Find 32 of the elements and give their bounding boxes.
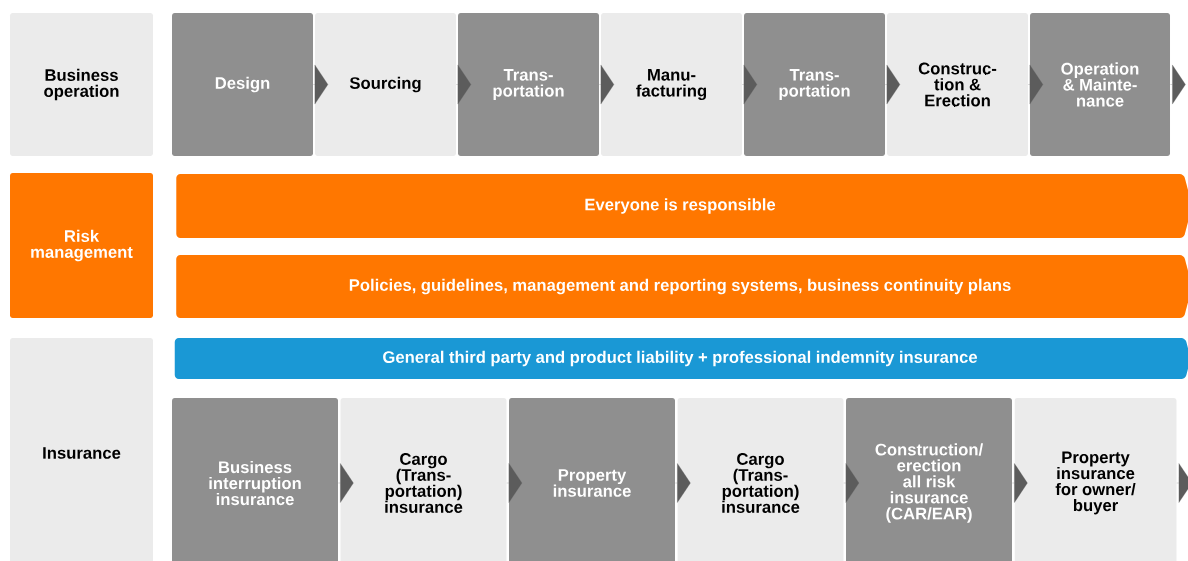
process-step-box: Sourcing [315, 13, 456, 156]
process-step-box: Construc-tion & Erection [887, 13, 1028, 156]
chevron-arrow [599, 64, 615, 105]
banner-bar: Policies, guidelines, management and reporting systems, business continuity plans [176, 255, 1188, 318]
insurance-box: Property insurance [509, 398, 675, 561]
process-step-box: Operation & Mainte-nance [1030, 13, 1170, 156]
process-step-box: Trans-portation [744, 13, 885, 156]
chevron-arrow [675, 463, 691, 503]
chevron-arrow [506, 463, 523, 503]
chevron-arrow [1170, 64, 1186, 105]
chevron-arrow [1176, 463, 1188, 503]
chevron-arrow [843, 463, 860, 503]
process-step-box: Design [172, 13, 313, 156]
process-step-box: Trans-portation [458, 13, 599, 156]
banner-bar: Everyone is responsible [176, 174, 1188, 238]
row-heading-box: Risk management [10, 173, 153, 318]
insurance-box: Cargo (Trans-portation) insurance [677, 398, 844, 561]
row-heading-box: Insurance [10, 338, 153, 561]
chevron-arrow [885, 64, 901, 105]
insurance-box: Cargo (Trans-portation) insurance [340, 398, 507, 561]
chevron-arrow [456, 64, 472, 105]
insurance-box: Construction/ erection all risk insurance (CAR/EAR) [846, 398, 1012, 561]
chevron-arrow [742, 64, 758, 105]
insurance-box: Property insurance for owner/ buyer [1014, 398, 1177, 561]
insurance-box: Business interruption insurance [172, 398, 338, 561]
banner-bar: General third party and product liability + professional indemnity insurance [174, 338, 1188, 379]
chevron-arrow [1028, 64, 1044, 105]
chevron-arrow [1012, 463, 1028, 503]
chevron-arrow [338, 463, 354, 503]
row-heading-box: Business operation [10, 13, 153, 156]
chevron-arrow [313, 64, 329, 105]
process-step-box: Manu-facturing [601, 13, 742, 156]
